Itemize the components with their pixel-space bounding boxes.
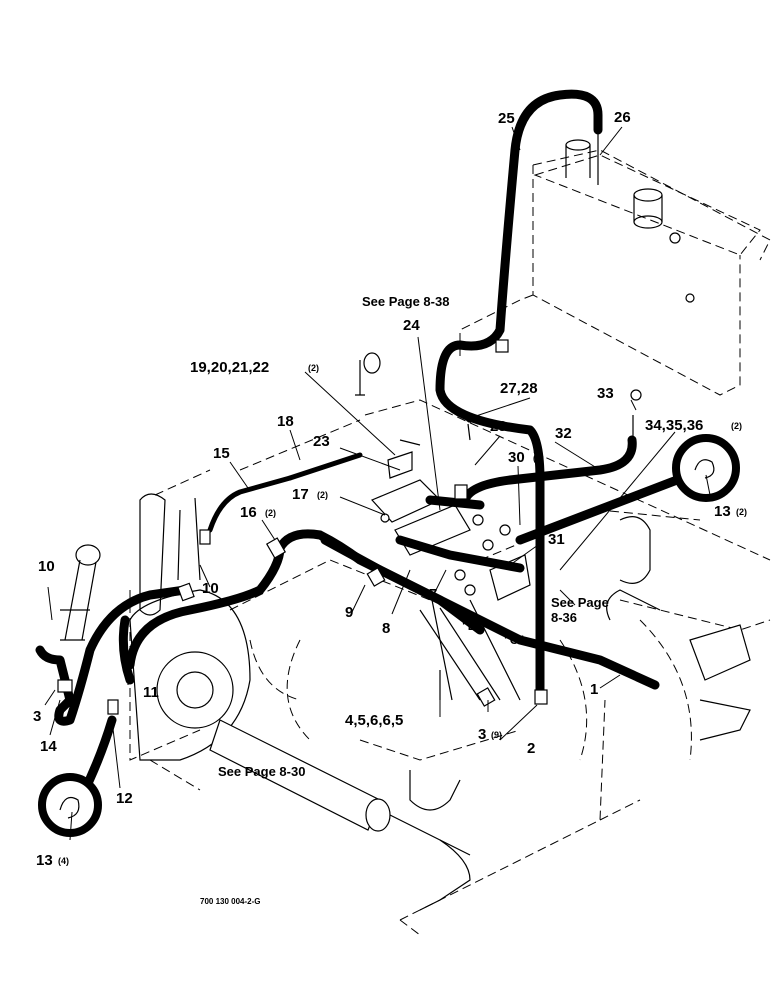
callout-27-28: 27,28 xyxy=(500,380,538,397)
ref-page-8-36-line1: See Page xyxy=(551,595,609,610)
port-b-label: "B" xyxy=(462,619,482,633)
ref-page-8-30: See Page 8-30 xyxy=(218,764,305,779)
hose-7 xyxy=(395,535,525,573)
callout-9: 9 xyxy=(345,604,353,621)
leader-lines xyxy=(44,126,711,841)
hose-14 xyxy=(35,585,190,726)
bottom-cylinder xyxy=(209,719,471,911)
callout-13-left: 13 xyxy=(36,852,53,869)
callout-25: 25 xyxy=(498,110,515,127)
hose-17 xyxy=(425,495,485,510)
callout-16-qty: (2) xyxy=(265,508,276,518)
callout-10-center: 10 xyxy=(202,580,219,597)
right-motor xyxy=(606,516,751,741)
callout-34-qty: (2) xyxy=(731,421,742,431)
callout-30: 30 xyxy=(508,449,525,466)
callout-24: 24 xyxy=(403,317,420,334)
callout-13-left-qty: (4) xyxy=(58,856,69,866)
callout-19-qty: (2) xyxy=(308,363,319,373)
callout-19-22: 19,20,21,22 xyxy=(190,359,269,376)
callout-31: 31 xyxy=(548,531,565,548)
callout-30-qty: (2) xyxy=(533,453,544,463)
callout-16: 16 xyxy=(240,504,257,521)
callout-15: 15 xyxy=(213,445,230,462)
port-c-label: "C" xyxy=(504,633,524,647)
callout-17: 17 xyxy=(292,486,309,503)
drawing-number: 700 130 004-2-G xyxy=(200,897,261,906)
machine-outline xyxy=(129,149,771,936)
callout-26: 26 xyxy=(614,109,631,126)
hose-13-right xyxy=(515,470,695,545)
tube-18 xyxy=(287,452,363,481)
callout-labels: 25 26 See Page 8-38 24 19,20,21,22 (2) 2… xyxy=(33,109,747,906)
callout-18: 18 xyxy=(277,413,294,430)
callout-1: 1 xyxy=(590,681,598,698)
callout-3-center-qty: (9) xyxy=(491,730,502,740)
hose-25-24 xyxy=(435,89,603,695)
hose-32 xyxy=(460,435,637,505)
callout-33: 33 xyxy=(597,385,614,402)
callout-3-left: 3 xyxy=(33,708,41,725)
callout-3-center: 3 xyxy=(478,726,486,743)
hose-clamps xyxy=(57,339,548,715)
callout-12: 12 xyxy=(116,790,133,807)
callout-11: 11 xyxy=(143,684,159,701)
callout-23: 23 xyxy=(313,433,330,450)
callout-10-left: 10 xyxy=(38,558,55,575)
detail-circle-13-left xyxy=(38,773,102,837)
callout-8: 8 xyxy=(382,620,390,637)
callout-2: 2 xyxy=(527,740,535,757)
callout-7: 7 xyxy=(429,586,437,603)
callout-32: 32 xyxy=(555,425,572,442)
hose-8 xyxy=(320,535,485,635)
hydraulic-reservoir xyxy=(533,139,761,303)
ref-page-8-38: See Page 8-38 xyxy=(362,294,449,309)
lift-cylinders xyxy=(60,493,201,641)
ref-page-8-36-line2: 8-36 xyxy=(551,610,577,625)
callout-34-36: 34,35,36 xyxy=(645,417,703,434)
callout-14: 14 xyxy=(40,738,57,755)
detail-circle-13-right xyxy=(672,434,740,502)
tube-15 xyxy=(207,475,293,533)
callout-4-6: 4,5,6,6,5 xyxy=(345,712,403,729)
valve-block xyxy=(355,125,642,701)
callout-13-right: 13 xyxy=(714,503,731,520)
callout-29: 29 xyxy=(490,418,507,435)
callout-17-qty: (2) xyxy=(317,490,328,500)
callout-13-right-qty: (2) xyxy=(736,507,747,517)
